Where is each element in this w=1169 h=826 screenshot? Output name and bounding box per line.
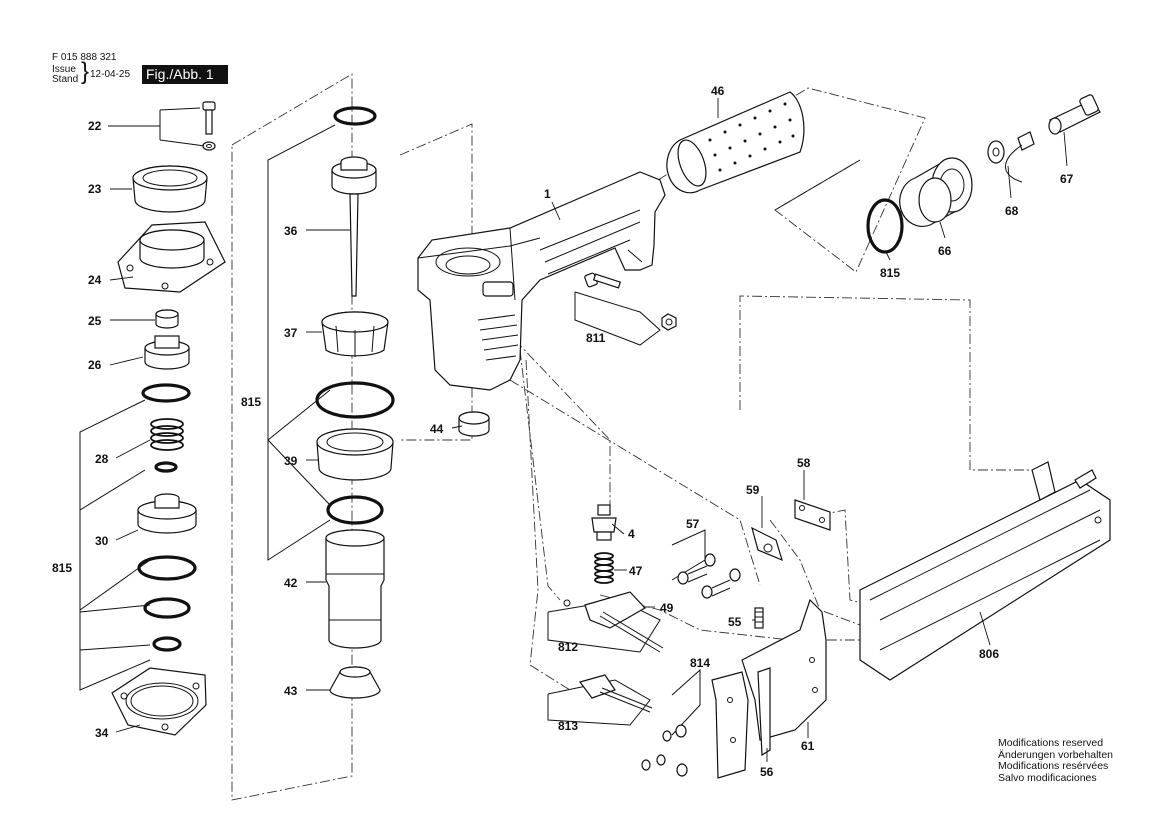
end-cap-part-66 [899,157,973,227]
callout-28: 28 [95,452,109,466]
plug-part-25 [155,309,179,329]
bumper-part-43 [329,666,381,699]
callout-55: 55 [728,615,742,629]
callout-68: 68 [1005,204,1019,218]
bracket-part-59 [751,526,783,562]
nipple-part-68 [987,131,1035,183]
small-o-ring-part [154,461,178,473]
callout-58: 58 [797,456,811,470]
cylinder-part-42 [325,529,385,649]
callout-812: 812 [558,640,578,654]
plate-part-814 [641,671,749,779]
callout-59: 59 [746,483,760,497]
cap-part-23 [132,165,208,213]
callout-34: 34 [95,726,109,740]
callout-24: 24 [88,273,102,287]
spring-part-55 [754,607,764,629]
notice-german: Änderungen vorbehalten [998,748,1114,761]
o-ring-part [333,106,377,126]
notice-french: Modifications resérvées [998,760,1109,772]
issue-date: 12-04-25 [90,69,131,80]
callout-46: 46 [711,84,725,98]
callout-43: 43 [284,684,298,698]
callout-4: 4 [628,527,635,541]
screws-part-57 [677,553,741,599]
callout-44: 44 [430,422,444,436]
callout-49: 49 [660,601,674,615]
callout-1: 1 [544,187,551,201]
callout-22: 22 [88,119,102,133]
callout-37: 37 [284,326,298,340]
callout-813: 813 [558,719,578,733]
notice-spanish: Salvo modificaciones [998,771,1097,784]
kit-brackets [79,107,861,736]
magazine-part-806 [859,461,1111,681]
o-ring-part [152,636,182,652]
gasket-part-34 [111,667,207,736]
piston-part-30 [137,493,197,534]
figure-label: Fig./Abb. 1 [142,65,228,84]
screw-part-22 [202,101,216,151]
callout-67: 67 [1060,172,1074,186]
bumper-part-37 [321,311,389,357]
callout-806: 806 [979,647,999,661]
callout-57: 57 [686,517,700,531]
o-ring-part [137,555,197,581]
callout-66: 66 [938,244,952,258]
modifications-notice: Modifications reserved Änderungen vorbeh… [998,737,1114,784]
o-ring-part [141,383,191,403]
foot-part-44 [458,411,490,437]
spring-part-28 [150,418,184,451]
callout-42: 42 [284,576,298,590]
valve-part-4 [591,504,617,541]
callout-61: 61 [801,739,815,753]
driver-guide-part-56 [757,667,771,757]
exhaust-filter-part-46 [666,91,805,194]
callout-30: 30 [95,534,109,548]
o-ring-part [866,198,904,254]
o-ring-part [315,381,395,419]
housing-part-1 [417,171,666,391]
brace-symbol: } [81,58,90,85]
callout-39: 39 [284,454,298,468]
callout-814: 814 [690,656,710,670]
issue-label: Issue [52,64,76,75]
callout-815-right: 815 [880,266,900,280]
callout-47: 47 [629,564,643,578]
o-ring-part [326,495,384,525]
callout-36: 36 [284,224,298,238]
pin-part-813 [578,674,653,713]
leader-lines [109,98,1068,762]
callout-56: 56 [760,765,774,779]
bolt-part-811 [584,272,677,331]
callout-815-left: 815 [52,561,72,575]
valve-part-26 [144,335,190,370]
callout-23: 23 [88,182,102,196]
o-ring-part [143,597,191,619]
document-number: F 015 888 321 [52,52,117,63]
callout-815-middle: 815 [241,395,261,409]
callout-labels: 22 23 24 25 26 28 30 815 34 36 37 815 39… [52,84,1074,779]
notice-english: Modifications reserved [998,737,1104,749]
callout-26: 26 [88,358,102,372]
driver-blade-part-36 [331,156,377,297]
trigger-part-49 [563,591,664,653]
callout-25: 25 [88,314,102,328]
stand-label: Stand [52,74,79,85]
spring-part-47 [594,552,614,584]
cylinder-cap-part-24 [117,221,226,293]
air-fitting-part-67 [1048,94,1101,135]
plate-part-58 [794,499,831,531]
callout-811: 811 [586,331,606,345]
ring-part-39 [316,428,394,481]
